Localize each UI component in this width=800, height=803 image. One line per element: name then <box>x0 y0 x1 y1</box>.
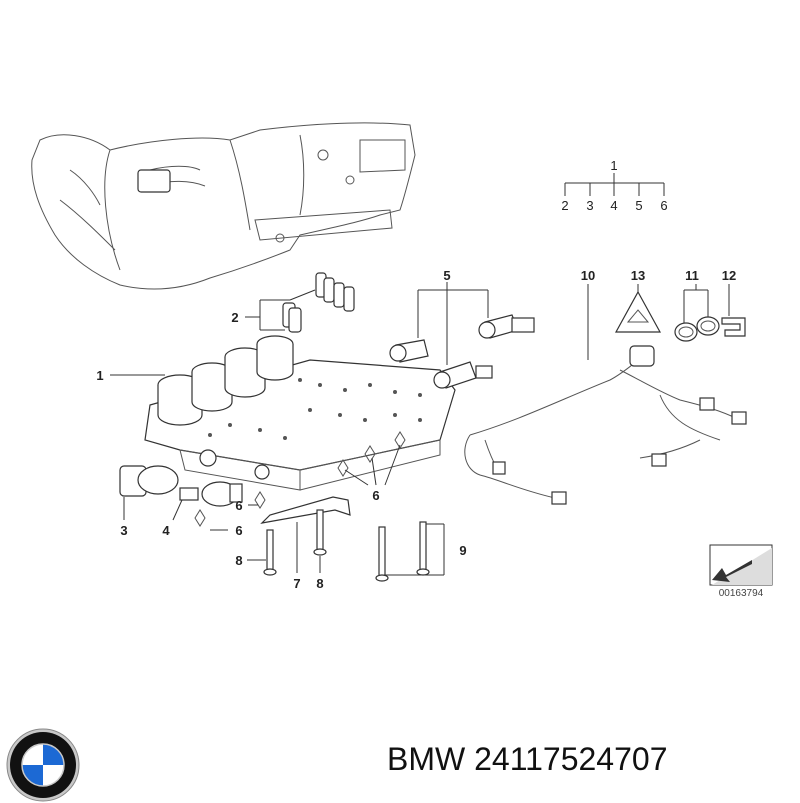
callout-8: 8 <box>316 576 323 591</box>
o-rings-illustration <box>674 316 720 342</box>
callouts: 1 2 3 4 5 6 6 6 7 8 8 9 10 13 11 12 <box>96 268 736 591</box>
part-tree: 1 2 3 4 5 6 <box>561 158 667 213</box>
callout-5: 5 <box>443 268 450 283</box>
reference-number: 00163794 <box>719 588 764 599</box>
solenoid-group <box>157 335 294 426</box>
plugs-illustration <box>389 314 535 389</box>
sleeves-illustration <box>282 272 355 333</box>
part-number: 24117524707 <box>474 741 668 777</box>
callout-2: 2 <box>231 310 238 325</box>
callout-9: 9 <box>459 543 466 558</box>
callout-10: 10 <box>581 268 595 283</box>
callout-13: 13 <box>631 268 645 283</box>
warning-label-illustration <box>614 290 662 333</box>
tree-child-label: 2 <box>561 198 568 213</box>
callout-7: 7 <box>293 576 300 591</box>
callout-11: 11 <box>685 268 699 283</box>
transmission-housing-illustration <box>31 122 416 290</box>
orientation-icon <box>709 544 773 586</box>
callout-6: 6 <box>235 498 242 513</box>
tree-child-label: 6 <box>660 198 667 213</box>
part-caption: BMW 24117524707 <box>387 741 667 778</box>
callout-6: 6 <box>235 523 242 538</box>
retaining-clip-illustration <box>721 317 746 337</box>
bmw-logo <box>6 728 80 802</box>
output-shaft <box>137 169 171 193</box>
wiring-harness-illustration <box>464 345 747 505</box>
callout-1: 1 <box>96 368 103 383</box>
leader-lines <box>110 282 730 576</box>
clips-illustration <box>194 431 406 527</box>
callout-12: 12 <box>722 268 736 283</box>
brand-name: BMW <box>387 741 466 777</box>
bracket-and-bolts-illustration <box>260 496 430 582</box>
callout-3: 3 <box>120 523 127 538</box>
callout-8: 8 <box>235 553 242 568</box>
tree-child-label: 5 <box>635 198 642 213</box>
valve-body-illustration <box>144 335 456 491</box>
sensors-illustration <box>119 465 243 507</box>
tree-child-label: 3 <box>586 198 593 213</box>
callout-6: 6 <box>372 488 379 503</box>
callout-4: 4 <box>162 523 170 538</box>
tree-root-label: 1 <box>610 158 617 173</box>
tree-child-label: 4 <box>610 198 617 213</box>
